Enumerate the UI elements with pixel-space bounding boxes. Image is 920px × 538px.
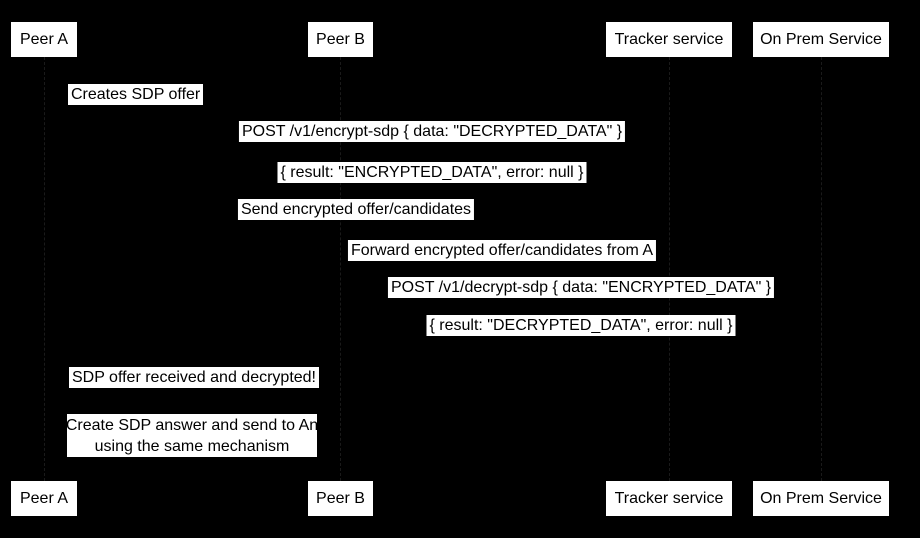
message-forward-encrypted-offer: Forward encrypted offer/candidates from … — [347, 240, 657, 261]
lifeline-peer-a — [44, 57, 45, 481]
actor-on-prem-service-top: On Prem Service — [753, 22, 889, 57]
message-send-encrypted-offer: Send encrypted offer/candidates — [237, 199, 475, 220]
message-decrypt-result: { result: "DECRYPTED_DATA", error: null … — [426, 315, 736, 336]
note-create-sdp-answer: Create SDP answer and send to An using t… — [65, 414, 319, 457]
message-encrypt-result: { result: "ENCRYPTED_DATA", error: null … — [277, 162, 587, 183]
actor-peer-b-top: Peer B — [308, 22, 373, 57]
note-line-2: using the same mechanism — [94, 437, 290, 455]
message-post-encrypt-sdp: POST /v1/encrypt-sdp { data: "DECRYPTED_… — [238, 121, 626, 142]
lifeline-tracker-service — [669, 57, 670, 481]
actor-peer-b-bottom: Peer B — [308, 481, 373, 516]
actor-peer-a-top: Peer A — [11, 22, 77, 57]
message-post-decrypt-sdp: POST /v1/decrypt-sdp { data: "ENCRYPTED_… — [387, 277, 775, 298]
lifeline-on-prem-service — [821, 57, 822, 481]
actor-tracker-service-bottom: Tracker service — [606, 481, 732, 516]
actor-tracker-service-top: Tracker service — [606, 22, 732, 57]
actor-peer-a-bottom: Peer A — [11, 481, 77, 516]
lifeline-peer-b — [340, 57, 341, 481]
message-creates-sdp-offer: Creates SDP offer — [68, 84, 204, 105]
message-sdp-offer-received: SDP offer received and decrypted! — [69, 367, 319, 388]
actor-on-prem-service-bottom: On Prem Service — [753, 481, 889, 516]
note-line-1: Create SDP answer and send to An — [65, 416, 319, 434]
